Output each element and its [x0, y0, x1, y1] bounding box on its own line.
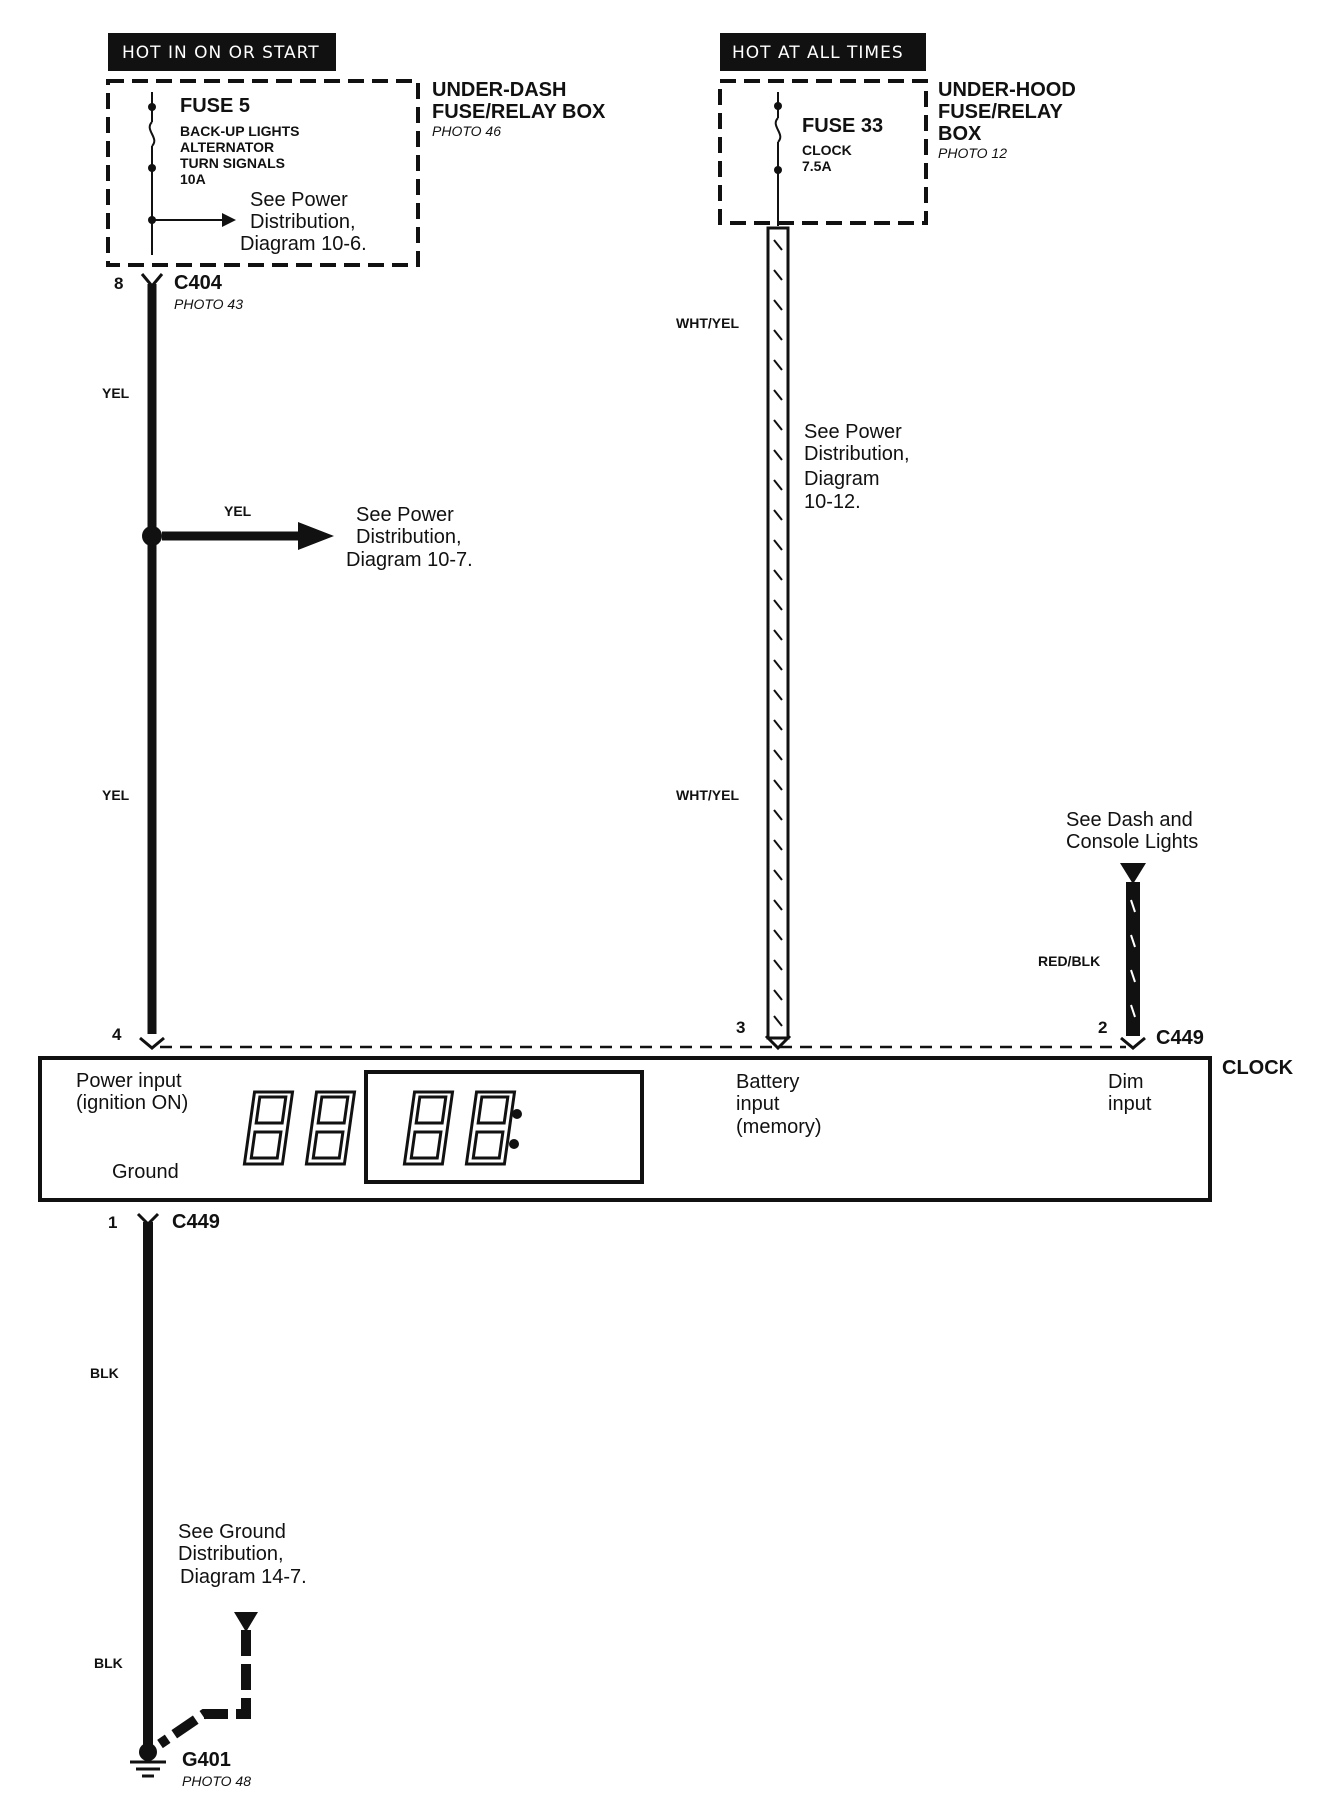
clock-ground-label: Ground	[112, 1161, 179, 1183]
c404-name: C404	[174, 272, 223, 294]
under-hood-title-3: BOX	[938, 123, 982, 145]
wht-yel-wire: WHT/YEL See Power Distribution, Diagram …	[676, 226, 910, 1040]
under-dash-photo: PHOTO 46	[432, 123, 501, 139]
hot-in-on-header: HOT IN ON OR START	[122, 43, 320, 63]
pin1-number: 1	[108, 1213, 117, 1232]
pin4-connector-icon	[139, 1036, 165, 1050]
blk-wire: BLK BLK See Ground Distribution, Diagram…	[90, 1222, 307, 1749]
clock-dim-input-2: input	[1108, 1093, 1152, 1115]
clock-colon-top	[512, 1109, 522, 1119]
see-ground-14-7-line3: Diagram 14-7.	[180, 1566, 307, 1588]
fuse5-branch-arrow-icon	[222, 213, 236, 227]
ground-branch-dashed-wire	[157, 1630, 251, 1749]
under-hood-fuse-box	[718, 79, 928, 225]
c449-bottom-connector: 1 C449	[108, 1211, 220, 1233]
pin2-number: 2	[1098, 1018, 1107, 1037]
clock-dim-input-1: Dim	[1108, 1071, 1144, 1093]
fuse5-circuit-1: BACK-UP LIGHTS	[180, 123, 300, 139]
wht-yel-wire-body	[766, 226, 790, 1040]
fuse5-circuit-2: ALTERNATOR	[180, 139, 274, 155]
fuse33-element-icon	[774, 117, 782, 143]
yel-branch-arrow-icon	[298, 522, 334, 550]
fuse33-circuit: CLOCK	[802, 142, 852, 158]
clock-power-input-1: Power input	[76, 1070, 182, 1092]
wht-yel-stripe-pattern	[773, 239, 783, 1027]
fuse33-name: FUSE 33	[802, 115, 883, 137]
see-power-10-6-line2: Distribution,	[250, 211, 356, 233]
hot-in-on-header-box	[108, 33, 336, 71]
red-blk-wire: See Dash and Console Lights RED/BLK	[1038, 809, 1198, 1036]
see-power-10-7-line2: Distribution,	[356, 526, 462, 548]
dash-lights-arrow-icon	[1120, 863, 1146, 884]
fuse5-circuit-3: TURN SIGNALS	[180, 155, 285, 171]
clock-digits-icon	[242, 1090, 517, 1166]
see-power-10-12-line1: See Power	[804, 421, 902, 443]
right-fuse-section: HOT AT ALL TIMES UNDER-HOOD FUSE/RELAY B…	[718, 33, 1076, 226]
blk-label-2: BLK	[94, 1655, 123, 1671]
see-power-10-12-line2: Distribution,	[804, 443, 910, 465]
fuse33-terminal-bottom	[774, 166, 782, 174]
see-power-10-6-line1: See Power	[250, 189, 348, 211]
yel-splice-dot	[142, 526, 162, 546]
clock-component: CLOCK Power input (ignition ON) Ground B…	[38, 1056, 1294, 1202]
c449-bottom-name: C449	[172, 1211, 220, 1233]
red-blk-stripe-pattern	[1130, 899, 1136, 1018]
clock-colon-bottom	[509, 1139, 519, 1149]
clock-battery-input-1: Battery	[736, 1071, 799, 1093]
fuse5-terminal-bottom	[148, 164, 156, 172]
see-power-10-12-line3: Diagram	[804, 468, 880, 490]
under-dash-title-1: UNDER-DASH	[432, 79, 566, 101]
see-power-10-6-line3: Diagram 10-6.	[240, 233, 367, 255]
ground-g401-icon	[139, 1743, 157, 1761]
see-ground-14-7-line1: See Ground	[178, 1521, 286, 1543]
under-hood-photo: PHOTO 12	[938, 145, 1007, 161]
under-dash-title-2: FUSE/RELAY BOX	[432, 101, 606, 123]
fuse5-name: FUSE 5	[180, 95, 250, 117]
ground-g401: G401 PHOTO 48	[130, 1743, 251, 1789]
clock-power-input-2: (ignition ON)	[76, 1092, 188, 1114]
see-power-10-7-line3: Diagram 10-7.	[346, 549, 473, 571]
see-ground-14-7-line2: Distribution,	[178, 1543, 284, 1565]
fuse5-terminal-top	[148, 103, 156, 111]
hot-at-all-times-header: HOT AT ALL TIMES	[732, 43, 904, 63]
yel-wire-label-1: YEL	[102, 385, 130, 401]
fuse5-rating: 10A	[180, 171, 206, 187]
pin3-connector-icon	[764, 1034, 792, 1051]
yel-wire-label-2: YEL	[102, 787, 130, 803]
see-power-10-12-line4: 10-12.	[804, 491, 861, 513]
c404-photo: PHOTO 43	[174, 296, 243, 312]
left-fuse-section: HOT IN ON OR START UNDER-DASH FUSE/RELAY…	[106, 33, 606, 267]
clock-battery-input-3: (memory)	[736, 1116, 822, 1138]
pin2-connector-icon	[1120, 1036, 1146, 1050]
red-blk-label: RED/BLK	[1038, 953, 1100, 969]
fuse33-terminal-top	[774, 102, 782, 110]
blk-label-1: BLK	[90, 1365, 119, 1381]
c449-top-name: C449	[1156, 1027, 1204, 1049]
see-dash-lights-line2: Console Lights	[1066, 831, 1198, 853]
under-hood-title-2: FUSE/RELAY	[938, 101, 1064, 123]
clock-battery-input-2: input	[736, 1093, 780, 1115]
under-hood-title-1: UNDER-HOOD	[938, 79, 1076, 101]
pin4-number: 4	[112, 1025, 122, 1044]
yel-wire: YEL YEL See Power Distribution, Diagram …	[102, 284, 473, 1034]
pin3-number: 3	[736, 1018, 745, 1037]
wht-yel-label-1: WHT/YEL	[676, 315, 739, 331]
clock-title: CLOCK	[1222, 1057, 1294, 1079]
under-dash-fuse-box	[106, 79, 420, 267]
ground-branch-arrow-icon	[234, 1612, 258, 1632]
hot-at-all-times-header-box	[720, 33, 926, 71]
g401-photo: PHOTO 48	[182, 1773, 251, 1789]
c404-pin-number: 8	[114, 274, 123, 293]
fuse5-element-icon	[148, 121, 156, 147]
c404-connector: 8 C404 PHOTO 43	[114, 272, 243, 312]
fuse33-rating: 7.5A	[802, 158, 832, 174]
c449-top-connector: 4 3 2 C449	[112, 1018, 1204, 1051]
yel-branch-label: YEL	[224, 503, 252, 519]
wht-yel-label-2: WHT/YEL	[676, 787, 739, 803]
see-power-10-7-line1: See Power	[356, 504, 454, 526]
g401-name: G401	[182, 1749, 231, 1771]
see-dash-lights-line1: See Dash and	[1066, 809, 1193, 831]
